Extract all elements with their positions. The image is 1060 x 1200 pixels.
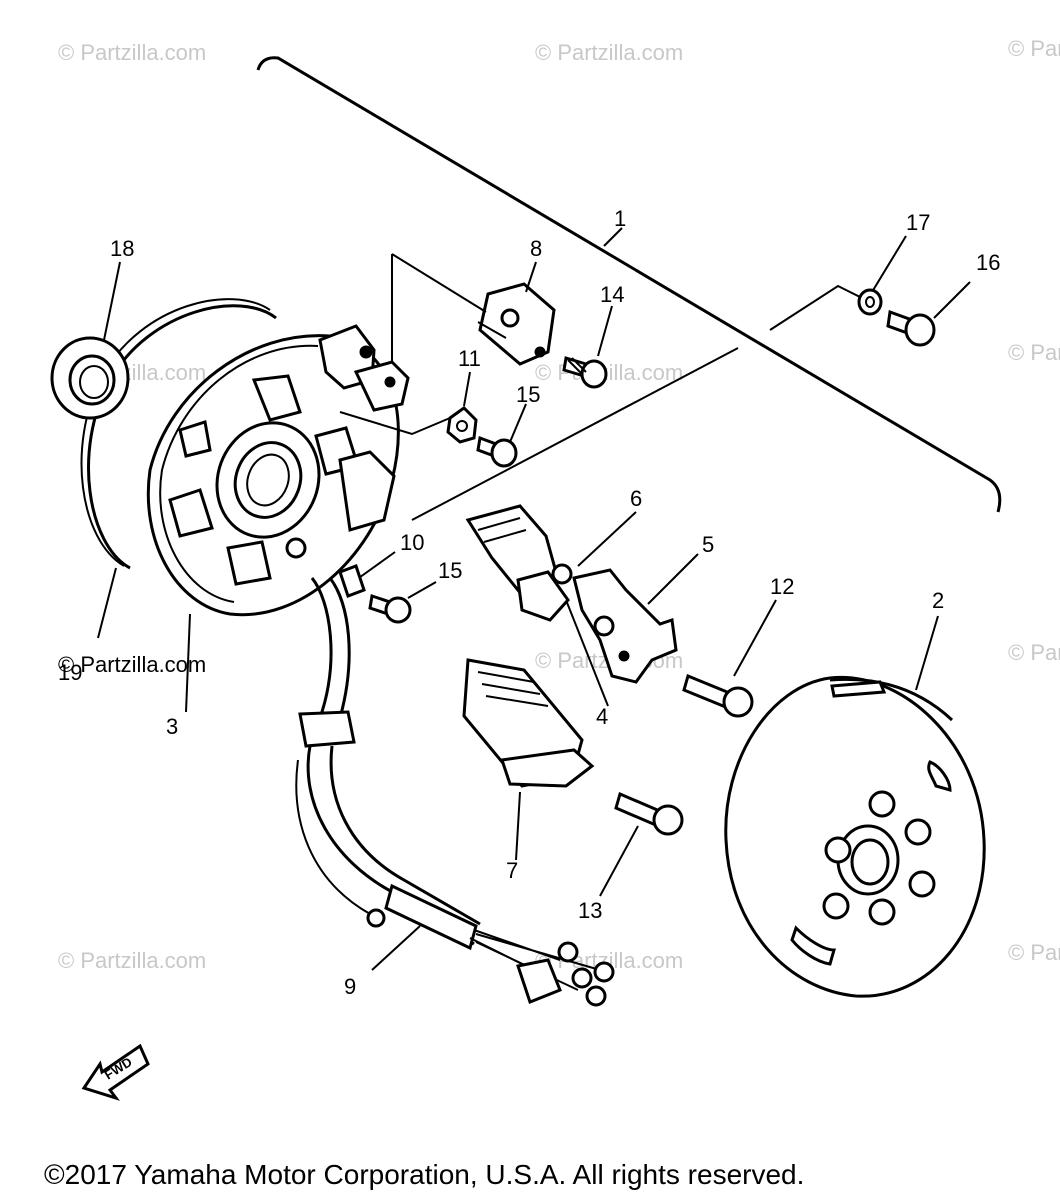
part-screw [682,673,754,718]
callout-13: 13 [578,898,602,923]
callout-8: 8 [530,236,542,261]
callout-18: 18 [110,236,134,261]
part-clamp [338,564,366,598]
watermark: © Partzilla.com [58,652,206,677]
callout-10: 10 [400,530,424,555]
callout-6: 6 [630,486,642,511]
part-screw [562,356,608,389]
part-lead-wire [295,577,615,1007]
callout-3: 3 [166,714,178,739]
callout-15: 15 [438,558,462,583]
part-washer [857,288,883,316]
part-nut [446,406,478,444]
part-cdi-unit [462,658,595,788]
fwd-arrow-icon: FWD [81,1043,150,1101]
watermark: © Partzilla.com [1008,640,1060,665]
watermark: © Partzilla.com [535,360,683,385]
part-contact-block [477,282,556,366]
callout-1: 1 [614,206,626,231]
part-flywheel-rotor [724,675,986,998]
callout-2: 2 [932,588,944,613]
part-oil-seal [50,336,130,420]
assembly-bracket [256,56,1002,513]
part-screw [886,309,936,347]
part-screw [614,791,684,836]
part-plate [572,568,678,684]
callout-7: 7 [506,858,518,883]
copyright-text: ©2017 Yamaha Motor Corporation, U.S.A. A… [44,1159,804,1190]
callout-12: 12 [770,574,794,599]
watermark: © Partzilla.com [535,40,683,65]
watermark: © Partzilla.com [58,40,206,65]
callout-17: 17 [906,210,930,235]
callout-5: 5 [702,532,714,557]
part-ignition-coil [465,504,573,622]
callout-19: 19 [58,660,82,685]
callout-4: 4 [596,704,608,729]
callout-15: 15 [516,382,540,407]
callout-11: 11 [458,346,481,371]
callout-14: 14 [600,282,624,307]
callout-9: 9 [344,974,356,999]
watermark: © Partzilla.com [1008,940,1060,965]
leader-lines [97,227,971,971]
part-stator-plate [146,324,410,617]
watermark: © Partzilla.com [58,948,206,973]
watermark: © Partzilla.com [1008,340,1060,365]
watermark: © Partzilla.com [1008,36,1060,61]
part-screw [476,435,518,468]
callout-16: 16 [976,250,1000,275]
part-screw [368,594,412,624]
callouts: 1 2 3 4 5 6 7 8 9 10 11 12 13 14 15 15 1… [58,206,1000,999]
